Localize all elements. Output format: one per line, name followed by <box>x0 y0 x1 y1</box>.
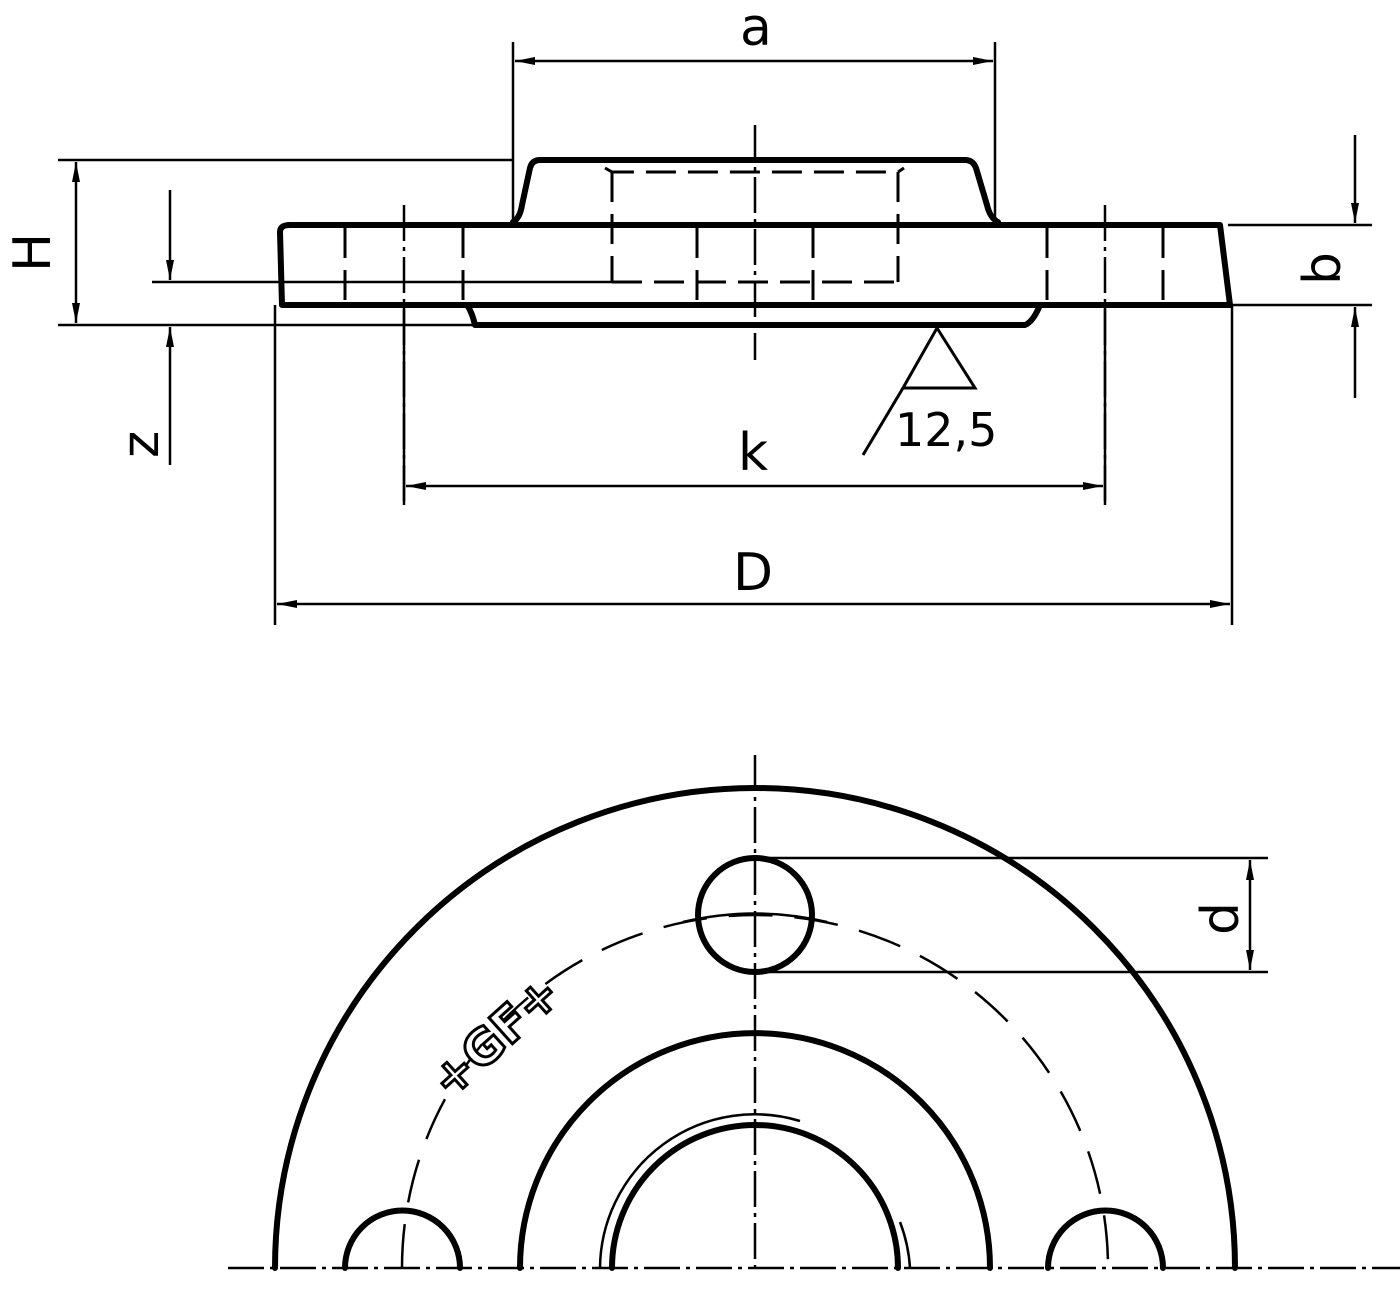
side-view: a H z b 12,5 k D <box>3 0 1372 625</box>
dim-H-label: H <box>3 233 63 272</box>
surface-roughness-symbol: 12,5 <box>861 325 997 457</box>
dim-b-label: b <box>1293 252 1353 285</box>
hub-outline <box>510 157 1001 225</box>
hub-outer-arc <box>517 1030 993 1271</box>
flange-outer-arc <box>272 785 1238 1271</box>
bore-arc <box>609 1122 901 1271</box>
bolt-circle <box>400 913 1110 1269</box>
gf-logo: +GF+ <box>421 965 572 1109</box>
dim-a-label: a <box>740 0 772 58</box>
dim-k-label: k <box>738 423 768 483</box>
flange-body <box>277 222 1233 308</box>
bolt-hole-right <box>1045 1207 1166 1271</box>
hidden-bore <box>604 166 905 174</box>
dim-z-label: z <box>111 431 171 458</box>
dim-D-label: D <box>733 543 773 603</box>
thread-arc <box>598 1113 801 1269</box>
raised-face <box>464 302 1043 328</box>
half-plan-view: d +GF+ <box>228 755 1400 1271</box>
bolt-hole-left <box>342 1207 463 1271</box>
roughness-value: 12,5 <box>895 403 997 457</box>
bolt-hole-top <box>695 855 815 975</box>
dim-d-label: d <box>1191 902 1251 935</box>
